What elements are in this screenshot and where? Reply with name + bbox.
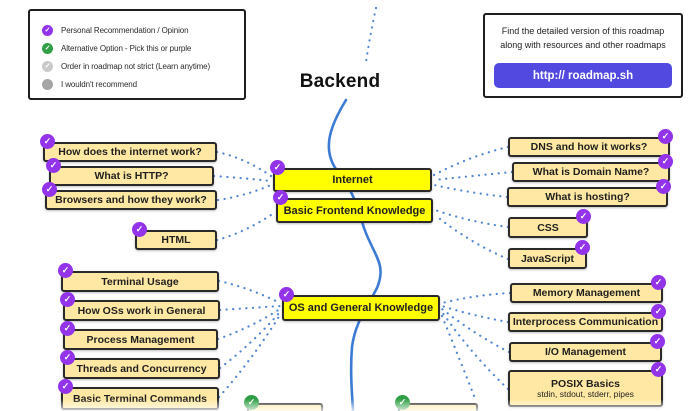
topic-internet[interactable]: Internet — [270, 160, 432, 192]
node-label: JavaScript — [520, 252, 575, 265]
legend-card: Personal Recommendation / Opinion Altern… — [28, 9, 246, 100]
legend-item: Alternative Option - Pick this or purple — [42, 39, 244, 57]
node-javascript[interactable]: JavaScript — [508, 240, 590, 269]
node-label: POSIX Basics — [551, 377, 620, 390]
purple-check-icon — [46, 158, 61, 173]
node-basic-terminal-commands[interactable]: Basic Terminal Commands — [58, 379, 219, 410]
node-what-is-domain-name[interactable]: What is Domain Name? — [512, 154, 673, 182]
node-threads-and-concurrency[interactable]: Threads and Concurrency — [60, 350, 220, 379]
purple-check-icon — [42, 24, 53, 36]
purple-check-icon — [58, 379, 73, 394]
node-label: Terminal Usage — [101, 275, 179, 288]
node-html[interactable]: HTML — [132, 222, 217, 250]
node-label: Browsers and how they work? — [55, 194, 207, 206]
gray-check-icon — [42, 60, 53, 72]
node-how-does-the-internet-work[interactable]: How does the internet work? — [40, 134, 217, 162]
legend-item: Order in roadmap not strict (Learn anyti… — [42, 57, 244, 75]
purple-check-icon — [658, 129, 673, 144]
node-label: HTML — [161, 234, 191, 246]
purple-check-icon — [60, 350, 75, 365]
node-label: CSS — [537, 221, 559, 234]
legend-label: Alternative Option - Pick this or purple — [61, 43, 192, 53]
node-label: DNS and how it works? — [530, 141, 648, 153]
info-card: Find the detailed version of this roadma… — [483, 13, 683, 98]
node-io-management[interactable]: I/O Management — [509, 334, 665, 362]
topic-os-and-general-knowledge[interactable]: OS and General Knowledge — [279, 287, 440, 321]
partial-node-right[interactable] — [395, 395, 478, 411]
topic-label: Basic Frontend Knowledge — [283, 204, 426, 217]
topic-basic-frontend-knowledge[interactable]: Basic Frontend Knowledge — [273, 190, 433, 223]
info-text-line1: Find the detailed version of this roadma… — [501, 26, 665, 36]
legend-item: Personal Recommendation / Opinion — [42, 21, 244, 39]
node-terminal-usage[interactable]: Terminal Usage — [58, 263, 219, 292]
gray-circle-icon — [42, 78, 53, 90]
node-label: How does the internet work? — [58, 146, 202, 158]
node-process-management[interactable]: Process Management — [60, 321, 218, 350]
roadmap-url-button[interactable]: http:// roadmap.sh — [494, 63, 672, 88]
partial-node-left[interactable] — [244, 395, 323, 411]
purple-check-icon — [273, 190, 288, 205]
top-dotted-line — [364, 6, 378, 64]
green-check-icon — [395, 395, 410, 410]
purple-check-icon — [279, 287, 294, 302]
node-css[interactable]: CSS — [508, 209, 591, 238]
purple-check-icon — [656, 179, 671, 194]
purple-check-icon — [270, 160, 285, 175]
purple-check-icon — [651, 275, 666, 290]
page-title: Backend — [299, 71, 381, 92]
purple-check-icon — [40, 134, 55, 149]
node-sublabel: stdin, stdout, stderr, pipes — [537, 388, 634, 399]
node-memory-management[interactable]: Memory Management — [510, 275, 666, 303]
node-what-is-http[interactable]: What is HTTP? — [46, 158, 214, 186]
topic-label: OS and General Knowledge — [288, 302, 434, 314]
purple-check-icon — [651, 304, 666, 319]
topic-label: Internet — [332, 174, 373, 186]
purple-check-icon — [650, 334, 665, 349]
node-label: I/O Management — [544, 346, 627, 358]
legend-label: Personal Recommendation / Opinion — [61, 25, 189, 35]
purple-check-icon — [58, 263, 73, 278]
node-label: What is HTTP? — [94, 170, 169, 182]
node-label: Memory Management — [532, 287, 641, 299]
green-check-icon — [244, 395, 259, 410]
node-label: Interprocess Communication — [512, 316, 659, 328]
node-label: What is Domain Name? — [532, 166, 650, 178]
purple-check-icon — [60, 292, 75, 307]
legend-item: I wouldn't recommend — [42, 75, 244, 93]
purple-check-icon — [576, 209, 591, 224]
node-label: How OSs work in General — [77, 304, 206, 317]
main-path — [327, 98, 382, 411]
node-label: Threads and Concurrency — [76, 362, 207, 375]
node-interprocess-communication[interactable]: Interprocess Communication — [508, 304, 666, 332]
node-dns-and-how-it-works[interactable]: DNS and how it works? — [508, 129, 673, 157]
node-how-oss-work-in-general[interactable]: How OSs work in General — [60, 292, 220, 321]
node-posix-basics[interactable]: POSIX Basics stdin, stdout, stderr, pipe… — [508, 362, 666, 407]
node-label: What is hosting? — [545, 191, 630, 203]
purple-check-icon — [658, 154, 673, 169]
legend-label: Order in roadmap not strict (Learn anyti… — [61, 61, 211, 71]
node-label: Process Management — [86, 333, 195, 346]
purple-check-icon — [42, 182, 57, 197]
green-check-icon — [42, 42, 53, 54]
info-text-line2: along with resources and other roadmaps — [500, 39, 666, 50]
purple-check-icon — [575, 240, 590, 255]
purple-check-icon — [651, 362, 666, 377]
purple-check-icon — [60, 321, 75, 336]
purple-check-icon — [132, 222, 147, 237]
node-label: Basic Terminal Commands — [72, 392, 207, 405]
legend-label: I wouldn't recommend — [61, 79, 138, 89]
node-browsers-and-how-they-work[interactable]: Browsers and how they work? — [42, 182, 217, 210]
node-what-is-hosting[interactable]: What is hosting? — [507, 179, 671, 207]
